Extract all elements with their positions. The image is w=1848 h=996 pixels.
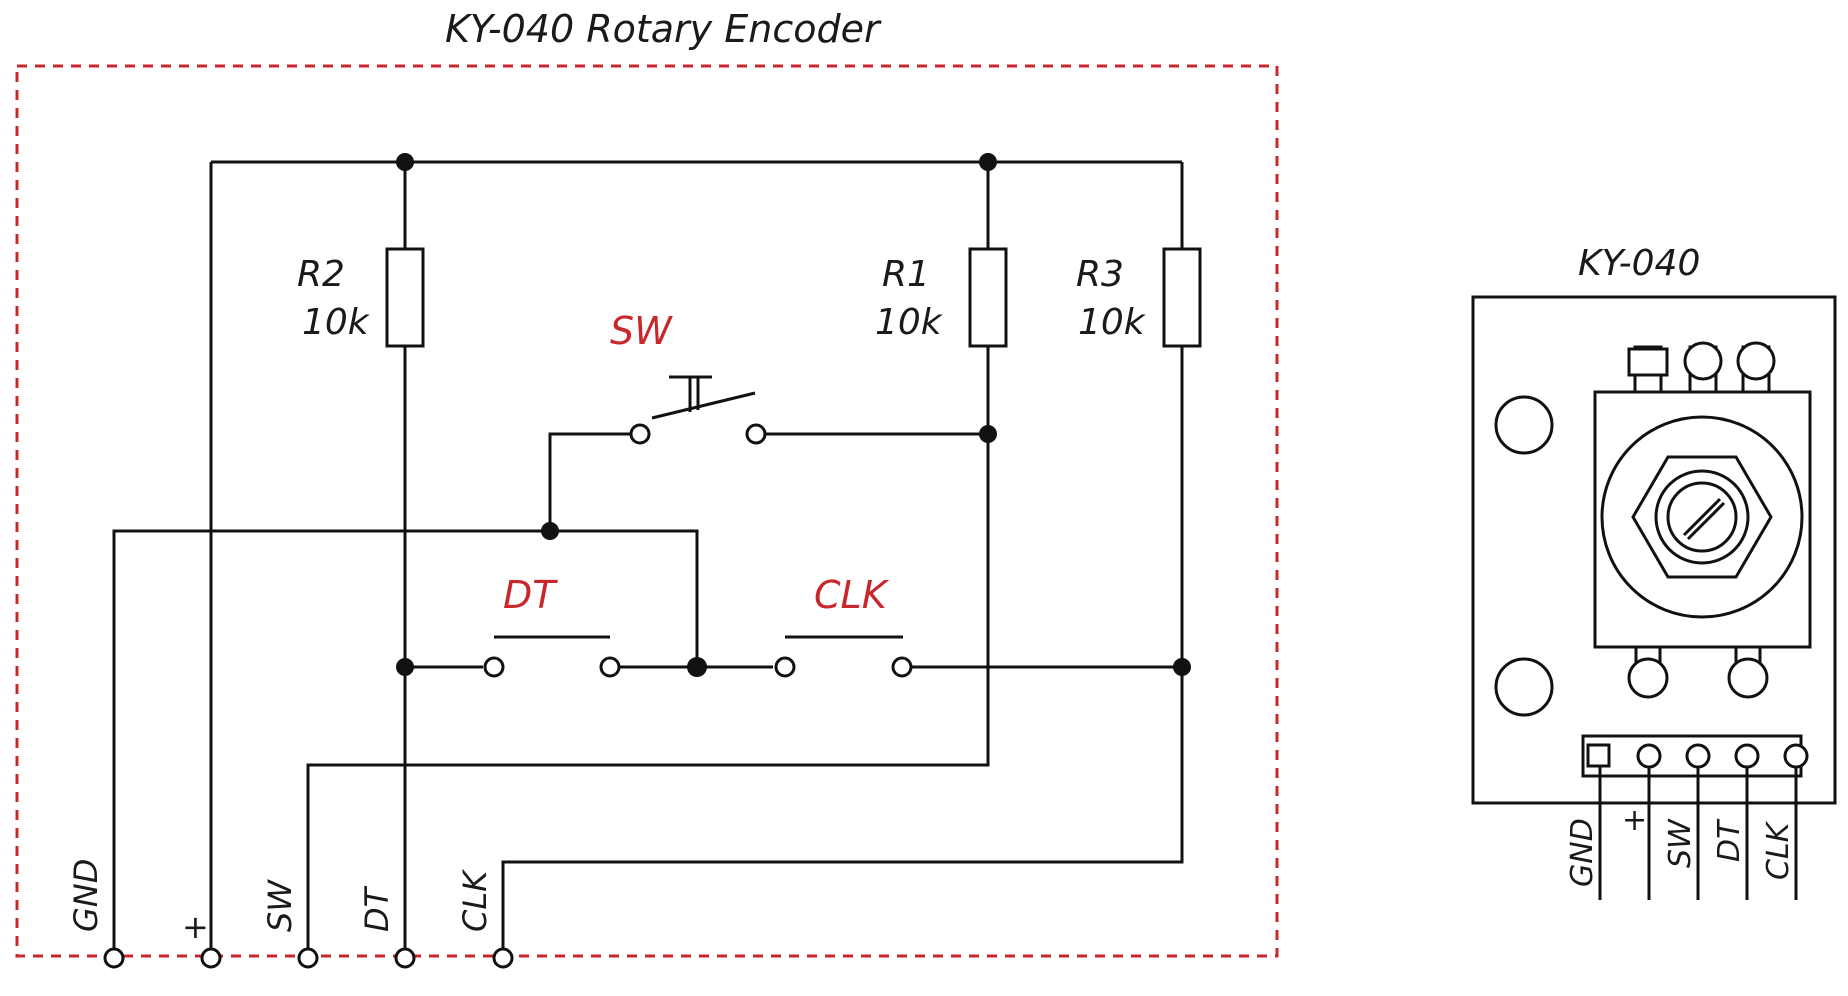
encoder-shaft-slot	[1682, 497, 1726, 541]
resistor-r3-value: 10k	[1078, 302, 1147, 343]
module-pin-plus: +	[1622, 803, 1647, 838]
pin-label-clk: CLK	[456, 868, 494, 932]
module-board	[1471, 295, 1837, 805]
module-pin-dt: DT	[1712, 818, 1747, 862]
resistor-r2	[385, 247, 425, 348]
resistor-r3	[1162, 247, 1202, 348]
pin-label-plus: +	[182, 908, 209, 946]
clk-switch-label: CLK	[814, 573, 890, 617]
output-terminals	[103, 947, 514, 969]
module-pin-clk: CLK	[1761, 820, 1796, 880]
sw-switch	[629, 375, 767, 445]
resistor-r3-name: R3	[1076, 254, 1124, 295]
resistor-r2-value: 10k	[302, 302, 371, 343]
module-leads	[1598, 766, 1798, 900]
module-pin-gnd: GND	[1565, 818, 1600, 887]
schematic-title: KY-040 Rotary Encoder	[445, 7, 882, 51]
clk-switch	[774, 635, 913, 678]
module-pin-sw: SW	[1663, 818, 1698, 868]
board-border	[15, 64, 1279, 958]
resistor-r1	[968, 247, 1008, 348]
resistor-r1-name: R1	[882, 254, 930, 295]
resistor-r2-name: R2	[297, 254, 345, 295]
wires	[112, 160, 1184, 957]
dt-switch	[483, 635, 621, 678]
resistor-r1-value: 10k	[875, 302, 944, 343]
sw-switch-label: SW	[610, 309, 673, 353]
mounting-hole-top	[1494, 395, 1554, 455]
junction-dots	[396, 153, 1191, 677]
dt-switch-label: DT	[503, 573, 558, 617]
mounting-hole-bottom	[1494, 657, 1554, 717]
pin-label-sw: SW	[261, 879, 299, 932]
module-title: KY-040	[1578, 243, 1700, 284]
pin-label-dt: DT	[358, 885, 396, 932]
pin-label-gnd: GND	[67, 859, 105, 932]
